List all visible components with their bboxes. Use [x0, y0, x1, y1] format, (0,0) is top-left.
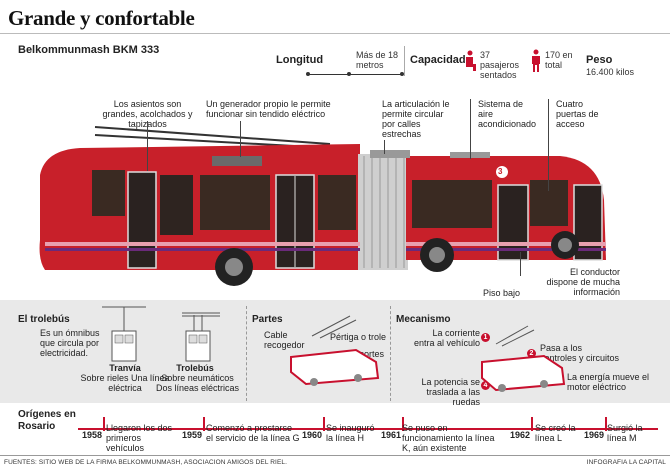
timeline-year: 1960	[302, 430, 323, 440]
weight-value: 16.400 kilos	[586, 67, 635, 77]
timeline-event: Se creó la línea L	[535, 423, 576, 443]
timeline-tick	[323, 417, 325, 431]
callout-doors: Cuatro puertas de acceso	[556, 99, 599, 129]
timeline-year: 1958	[82, 430, 103, 440]
timeline-event: Se inauguró la línea H	[326, 423, 375, 443]
timeline-event: Comenzó a prestarse el servicio de la lí…	[206, 423, 300, 443]
trolebus-section-title: El trolebús	[18, 314, 70, 325]
timeline-event: Llegaron los dos primeros vehículos	[106, 423, 173, 453]
step-2-badge: 2	[527, 349, 536, 358]
timeline-year: 1959	[182, 430, 203, 440]
footer-sources: FUENTES: SITIO WEB DE LA FIRMA BELKOMMUN…	[4, 459, 288, 466]
length-value: Más de 18 metros	[356, 50, 399, 70]
timeline-tick	[531, 417, 533, 431]
timeline-year: 1962	[510, 430, 531, 440]
timeline-event: Se puso en funcionamiento la línea K, aú…	[402, 423, 495, 453]
timeline-line	[78, 428, 658, 430]
tranvia-description: Sobre rieles Una línea eléctrica	[80, 373, 170, 393]
leader-line	[470, 99, 471, 159]
timeline-year: 1961	[381, 430, 402, 440]
step-1-badge: 1	[481, 333, 490, 342]
seated-capacity: 37 pasajeros sentados	[480, 50, 520, 80]
section-divider	[246, 306, 247, 401]
bus-illustration	[39, 126, 606, 286]
callout-driver: El conductor dispone de mucha informació…	[546, 267, 620, 297]
mechanism-step-1: La corriente entra al vehículo	[413, 328, 480, 348]
mecanismo-section-title: Mecanismo	[396, 314, 451, 325]
origenes-section-title: Orígenes en Rosario	[18, 409, 76, 432]
timeline-tick	[605, 417, 607, 431]
tram-vs-trolleybus-icon	[102, 306, 220, 362]
step-4-badge: 4	[481, 381, 490, 390]
trolleybus-mechanism-diagram	[481, 325, 566, 392]
callout-low-floor: Piso bajo	[483, 288, 521, 298]
length-label: Longitud	[276, 54, 324, 66]
leader-line	[384, 140, 385, 154]
part-pole-label: Pértiga o trole	[330, 332, 387, 342]
callout-generator: Un generador propio le permite funcionar…	[206, 99, 331, 119]
timeline-year: 1969	[584, 430, 605, 440]
tranvia-label: Tranvía	[109, 363, 141, 373]
trolebus-label: Trolebús	[176, 363, 214, 373]
footer-credit: INFOGRAFIA LA CAPITAL	[586, 459, 666, 466]
partes-section-title: Partes	[252, 314, 283, 325]
leader-line	[240, 121, 241, 157]
timeline-event: Surgió la línea M	[607, 423, 643, 443]
footer-divider	[0, 455, 670, 456]
leader-line	[520, 252, 521, 276]
bus-number: 3	[498, 167, 503, 176]
page-title: Grande y confortable	[8, 6, 195, 30]
dimension-dot-right	[400, 72, 404, 76]
spec-divider	[404, 46, 405, 76]
model-name: Belkommunmash BKM 333	[18, 44, 160, 56]
title-divider	[0, 33, 670, 34]
callout-articulation: La articulación le permite circular por …	[382, 99, 450, 139]
leader-line	[147, 121, 148, 171]
seated-person-icon	[466, 50, 476, 71]
section-divider	[390, 306, 391, 401]
leader-line	[548, 99, 549, 191]
part-cable-label: Cable recogedor	[264, 330, 305, 350]
mechanism-step-4: La potencia se traslada a las ruedas	[421, 377, 480, 407]
trolebus-wheels-description: Sobre neumáticos Dos líneas eléctricas	[155, 373, 240, 393]
timeline-tick	[402, 417, 404, 431]
mechanism-step-2: Pasa a los controles y circuitos	[540, 343, 620, 363]
part-springs-label: Resortes	[348, 349, 385, 359]
callout-air-conditioning: Sistema de aire acondicionado	[478, 99, 537, 129]
mechanism-step-3: La energía mueve el motor eléctrico	[567, 372, 650, 392]
capacity-label: Capacidad	[410, 54, 466, 66]
standing-person-icon	[532, 49, 540, 72]
length-dimension-line	[307, 74, 402, 75]
trolleybus-parts-diagram	[290, 315, 380, 386]
trolebus-description: Es un ómnibus que circula por electricid…	[40, 328, 100, 358]
timeline-tick	[203, 417, 205, 431]
timeline-tick	[103, 417, 105, 431]
dimension-dot-left	[306, 72, 310, 76]
total-capacity: 170 en total	[545, 50, 573, 70]
dimension-dot-mid	[347, 72, 351, 76]
weight-label: Peso	[586, 54, 613, 66]
